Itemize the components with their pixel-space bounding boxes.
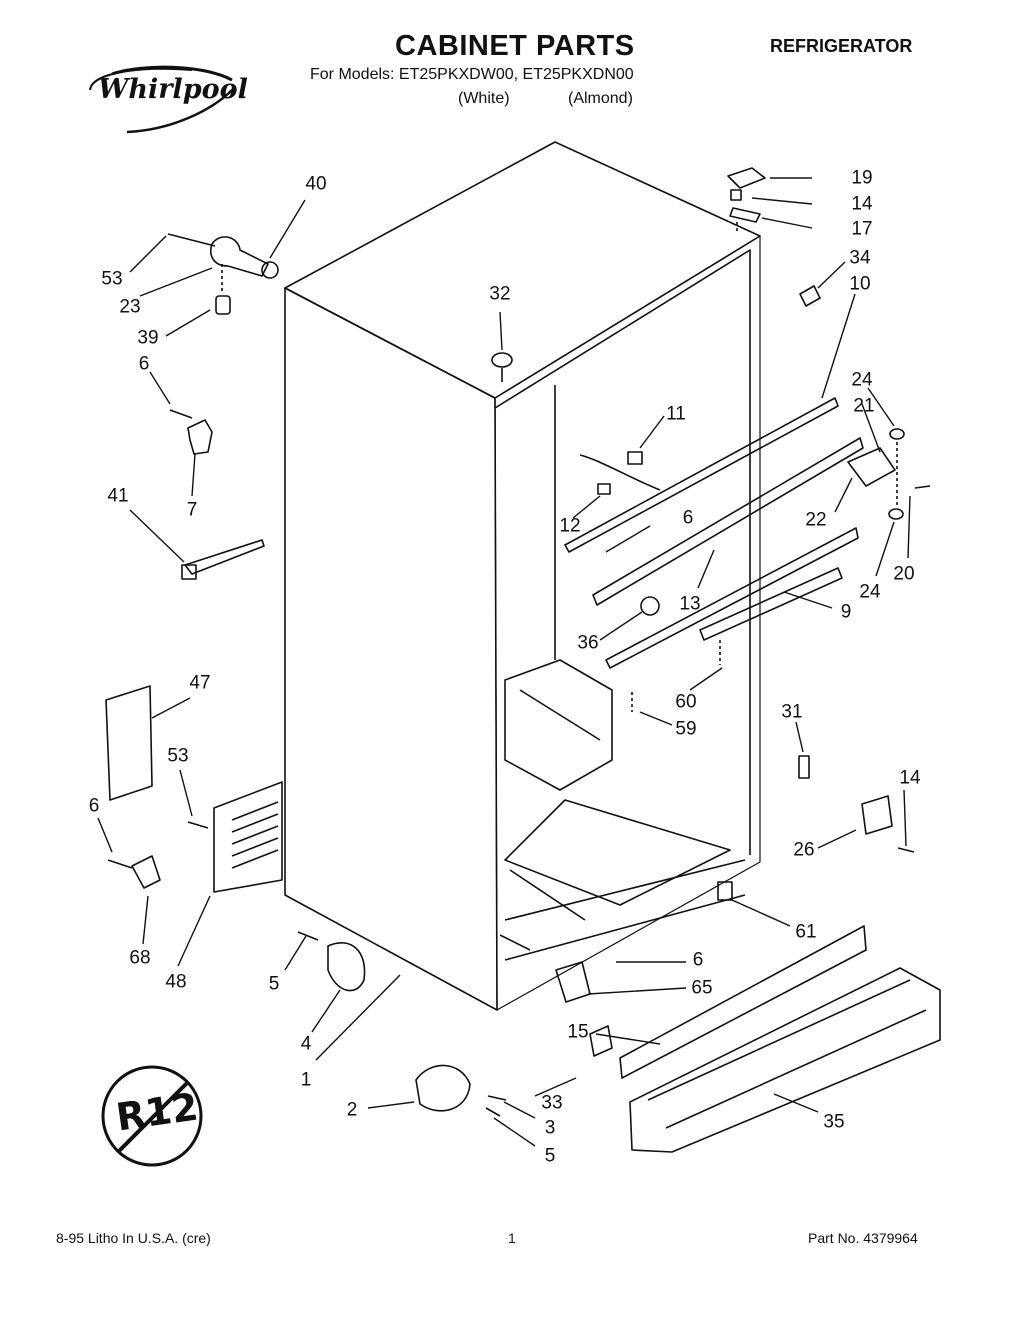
callout-34: 34 [849, 247, 871, 269]
cabinet-shell [284, 141, 761, 1011]
appliance-category: REFRIGERATOR [770, 36, 913, 56]
callout-59: 59 [675, 718, 697, 740]
callout-61: 61 [795, 921, 817, 943]
callout-31: 31 [781, 701, 803, 723]
page-title: CABINET PARTS [395, 30, 635, 62]
callout-13: 13 [679, 593, 701, 615]
callout-40: 40 [305, 173, 327, 195]
variant-almond: (Almond) [568, 90, 633, 107]
callout-47: 47 [189, 672, 211, 694]
callout-5-left: 5 [268, 973, 280, 995]
callout-6-top-left: 6 [138, 353, 150, 375]
callout-10: 10 [849, 273, 871, 295]
whirlpool-logo-swirl-icon [89, 65, 233, 134]
callout-22: 22 [805, 509, 827, 531]
callout-1: 1 [300, 1069, 312, 1091]
callout-24-top: 24 [851, 369, 873, 391]
callout-53-top: 53 [101, 268, 123, 290]
callout-19: 19 [851, 167, 873, 189]
callout-33: 33 [541, 1092, 563, 1114]
footer-print-info: 8-95 Litho In U.S.A. (cre) [56, 1230, 211, 1246]
callout-23: 23 [119, 296, 141, 318]
callout-53-left: 53 [167, 745, 189, 767]
callout-14-right: 14 [899, 767, 921, 789]
callout-26: 26 [793, 839, 815, 861]
callout-36: 36 [577, 632, 599, 654]
callout-6-lower-left: 6 [88, 795, 100, 817]
callout-9: 9 [840, 601, 852, 623]
callout-65: 65 [691, 977, 713, 999]
callout-60: 60 [675, 691, 697, 713]
callout-11: 11 [666, 403, 686, 425]
callout-5-bottom: 5 [544, 1145, 556, 1167]
callout-24-bottom: 24 [859, 581, 881, 603]
callout-12: 12 [559, 515, 581, 537]
no-r12-prohibition-icon [101, 1065, 203, 1167]
footer-page-number: 1 [508, 1230, 516, 1246]
callout-14-top: 14 [851, 193, 873, 215]
callout-48: 48 [165, 971, 187, 993]
callout-21: 21 [853, 395, 875, 417]
callout-32: 32 [489, 283, 511, 305]
brand-name: Whirlpool [98, 74, 248, 105]
callout-17: 17 [851, 218, 873, 240]
callout-3: 3 [544, 1117, 556, 1139]
callout-39: 39 [137, 327, 159, 349]
callout-6-bottom: 6 [692, 949, 704, 971]
callout-6-mid: 6 [682, 507, 694, 529]
callout-2: 2 [346, 1099, 358, 1121]
callout-68: 68 [129, 947, 151, 969]
callout-15: 15 [567, 1021, 589, 1043]
variant-white: (White) [458, 90, 510, 107]
callout-41: 41 [107, 485, 129, 507]
model-numbers: For Models: ET25PKXDW00, ET25PKXDN00 [310, 66, 634, 83]
callout-7: 7 [186, 499, 198, 521]
callout-20: 20 [893, 563, 915, 585]
callout-35: 35 [823, 1111, 845, 1133]
callout-4: 4 [300, 1033, 312, 1055]
footer-part-number: Part No. 4379964 [808, 1230, 918, 1246]
